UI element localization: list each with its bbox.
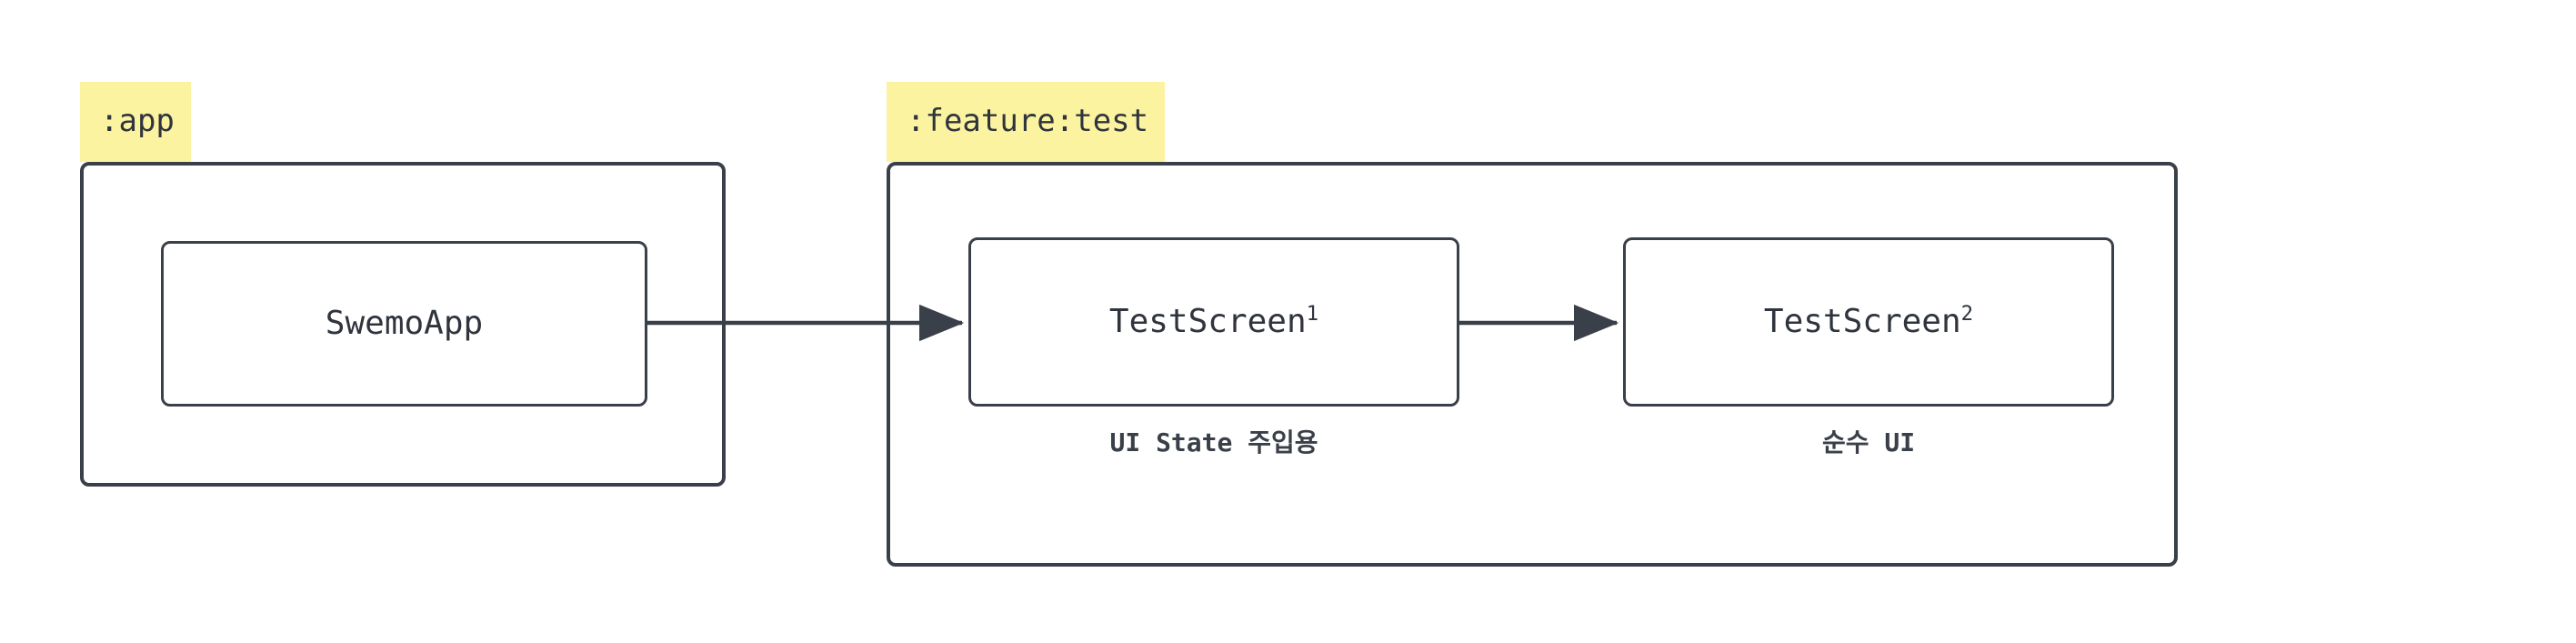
node-testscreen-2-superscript: 2 <box>1960 302 1974 326</box>
node-testscreen-1[interactable]: TestScreen1 <box>968 237 1459 407</box>
module-tag-app: :app <box>80 82 191 162</box>
module-tag-feature-test: :feature:test <box>887 82 1166 162</box>
node-testscreen-1-superscript: 1 <box>1306 302 1319 326</box>
node-testscreen-2-label: TestScreen2 <box>1763 302 1974 340</box>
node-testscreen-1-label: TestScreen1 <box>1108 302 1319 340</box>
node-caption-testscreen-1: UI State 주입용 <box>1109 427 1318 457</box>
node-swemoapp[interactable]: SwemoApp <box>161 241 647 407</box>
node-caption-testscreen-2: 순수 UI <box>1821 427 1916 457</box>
node-testscreen-2[interactable]: TestScreen2 <box>1623 237 2114 407</box>
node-swemoapp-label: SwemoApp <box>325 305 484 342</box>
